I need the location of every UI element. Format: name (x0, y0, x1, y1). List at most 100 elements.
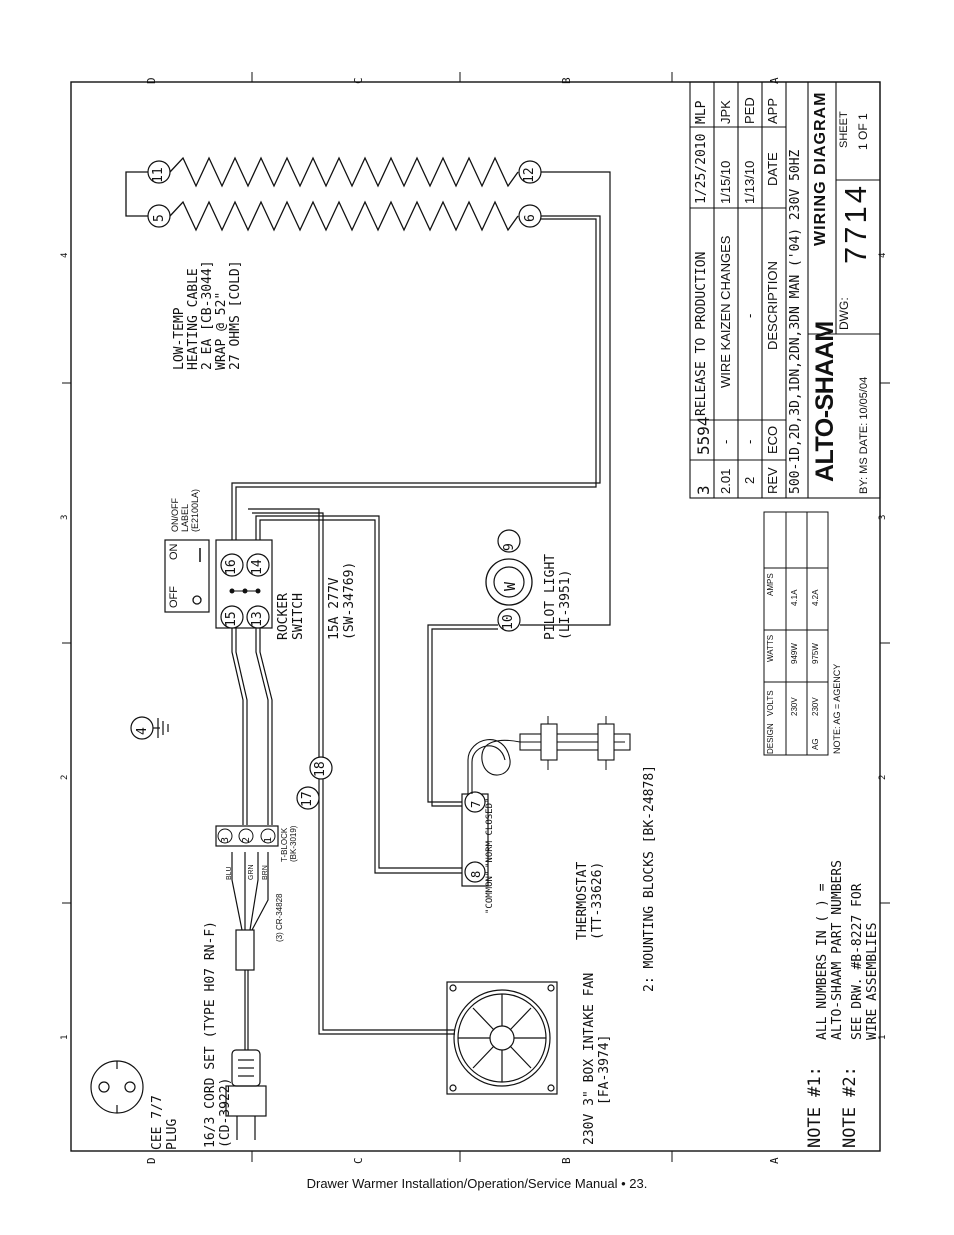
rev-row3-eco: - (742, 439, 757, 444)
thermostat-label: THERMOSTAT(TT-33626) (575, 861, 605, 940)
wire-17 (296, 786, 320, 810)
cord-set-label: 16/3 CORD SET (TYPE H07 RN-F)(CD-3922) (203, 921, 233, 1148)
terminal-12-label: 12 (522, 167, 537, 183)
off-circle-icon (192, 595, 202, 605)
terminal-15-label: 15 (224, 611, 239, 627)
t-block-pos-3-label: 3 (220, 836, 231, 843)
border-number-4-right: 4 (878, 252, 888, 258)
border-number-2: 2 (60, 774, 70, 780)
wire-color-grn: GRN (248, 864, 255, 880)
border-letter-c-bottom: C (352, 1157, 365, 1164)
border-number-3: 3 (60, 514, 70, 520)
rev-row1-date: 1/25/2010 (694, 133, 709, 204)
terminal-16-label: 16 (224, 559, 239, 575)
terminal-4-label: 4 (135, 727, 150, 735)
fan-icon (446, 981, 558, 1095)
wire-color-brn: BRN (262, 865, 269, 880)
rev-row3-date: 1/13/10 (742, 160, 757, 204)
border-letter-d-bottom: D (145, 1157, 158, 1164)
spec-header-volts: VOLTS (766, 690, 775, 716)
border-number-4: 4 (60, 252, 70, 258)
spec-row2-watts: 975W (811, 643, 820, 664)
wire-18-label: 18 (313, 761, 328, 777)
spec-header-amps: AMPS (766, 573, 775, 596)
spec-row2-amps: 4.2A (811, 589, 820, 606)
off-label: OFF (168, 586, 180, 608)
rev-row1-description: RELEASE TO PRODUCTION (694, 251, 709, 416)
frame-ticks (62, 72, 890, 1162)
rev-header-eco: ECO (765, 425, 780, 454)
spec-header-design: DESIGN (766, 723, 775, 754)
terminal-9 (497, 529, 521, 553)
ground-icon (157, 718, 169, 738)
terminal-7-label: 7 (469, 800, 483, 808)
spec-header-watts: WATTS (766, 634, 775, 662)
crimp-label: (3) CR-34828 (275, 893, 284, 942)
rev-row3-description: - (742, 313, 757, 318)
terminal-4 (130, 716, 154, 740)
terminal-8 (464, 861, 486, 883)
terminal-13 (246, 605, 270, 629)
rev-header-date: DATE (765, 152, 780, 186)
heating-cable (125, 156, 519, 232)
terminal-10 (497, 608, 521, 632)
terminal-9-label: 9 (502, 543, 517, 551)
t-block-pos-3 (217, 828, 233, 844)
terminal-14-label: 14 (250, 559, 265, 575)
rev-row2-app: JPK (718, 100, 733, 124)
terminal-11-label: 11 (151, 167, 166, 183)
cee-plug-icon (90, 1060, 144, 1114)
border-letter-a-top: A (768, 77, 781, 84)
border-number-3-right: 3 (878, 514, 888, 520)
terminal-6-label: 6 (523, 214, 538, 222)
border-letter-b-top: B (560, 77, 573, 84)
terminal-7 (464, 791, 486, 813)
rev-row1-app: MLP (694, 100, 709, 124)
rev-row2-rev: 2.01 (718, 468, 733, 494)
sheet-label: SHEET (838, 111, 850, 148)
norm-closed-label: "NORM CLOSED" (485, 797, 495, 868)
rev-row2-eco: - (718, 439, 733, 444)
border-letter-c-top: C (352, 77, 365, 84)
terminal-15 (220, 605, 244, 629)
mounting-blocks-label: 2: MOUNTING BLOCKS [BK-24878] (642, 765, 657, 992)
page-footer: Drawer Warmer Installation/Operation/Ser… (306, 1176, 648, 1191)
by-date-line: BY: MS DATE: 10/05/04 (858, 376, 870, 494)
note-1-text: ALL NUMBERS IN ( ) =ALTO-SHAAM PART NUMB… (815, 859, 845, 1040)
rev-header-app: APP (765, 97, 780, 124)
on-off-label-box (164, 539, 210, 613)
border-letter-d-top: D (145, 77, 158, 84)
terminal-8-label: 8 (469, 870, 483, 878)
rocker-switch-spec: 15A 277V(SW-34769) (327, 561, 357, 640)
wire-color-blu: BLU (226, 866, 233, 880)
rev-row3-rev: 2 (742, 476, 757, 484)
wire-18 (309, 756, 333, 780)
border-number-1: 1 (60, 1034, 70, 1040)
rev-row1-rev: 3 (694, 485, 713, 495)
spec-row1-volts: 230V (790, 697, 799, 716)
alto-shaam-logo: ALTO-SHAAM (811, 321, 839, 482)
terminal-10-label: 10 (501, 614, 516, 630)
spec-table-grid (763, 511, 829, 756)
spec-row2-design: AG (811, 738, 820, 750)
border-letter-a-bottom: A (768, 1157, 781, 1164)
rev-row3-app: PED (742, 97, 757, 124)
rev-row1-eco: 5594 (694, 416, 713, 455)
note-2-tag: NOTE #2: (840, 1066, 860, 1148)
title-block-grid (689, 81, 881, 499)
rev-header-description: DESCRIPTION (765, 261, 780, 350)
cord-set (225, 929, 267, 1140)
t-block-pos-1 (260, 828, 276, 844)
t-block-pos-2 (238, 828, 254, 844)
thermostat-capillary (467, 733, 631, 794)
spec-row1-amps: 4.1A (790, 589, 799, 606)
rev-row2-date: 1/15/10 (718, 160, 733, 204)
border-number-2-right: 2 (878, 774, 888, 780)
pilot-light-lamp (485, 558, 533, 606)
terminal-16 (220, 553, 244, 577)
border-letter-b-bottom: B (560, 1157, 573, 1164)
